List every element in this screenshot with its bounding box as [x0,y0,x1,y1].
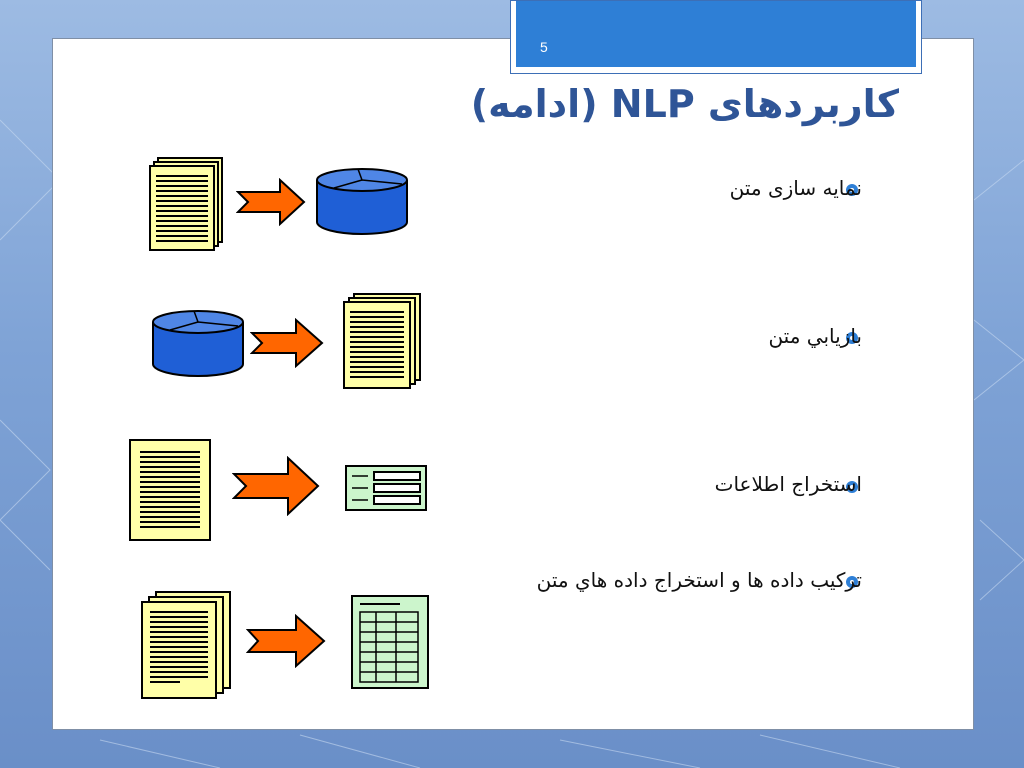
slide-number: 5 [540,39,548,55]
document-stack-icon [149,157,223,251]
bullet-item-2: بازيابي متن [768,324,862,348]
arrow-right-icon [250,318,324,368]
arrow-right-icon [232,456,320,516]
document-stack-icon [141,591,231,699]
document-stack-icon [343,293,421,389]
bullet-marker [846,332,858,344]
bullet-item-4: ترکيب داده ها و استخراج داده هاي متن [536,568,862,592]
bullet-item-1: نمايه سازی متن [729,176,862,200]
database-icon [316,168,408,235]
slide-title: کاربردهای NLP (ادامه) [470,82,899,126]
bullet-marker [846,184,858,196]
bullet-item-3: استخراج اطلاعات [714,472,862,496]
arrow-right-icon [246,614,326,668]
form-icon [345,465,427,511]
database-icon [152,310,244,377]
arrow-right-icon [236,178,306,226]
bullet-marker [846,576,858,588]
document-icon [129,439,211,541]
table-icon [351,595,429,689]
bullet-marker [846,481,858,493]
slide-number-box: 5 [510,0,922,74]
